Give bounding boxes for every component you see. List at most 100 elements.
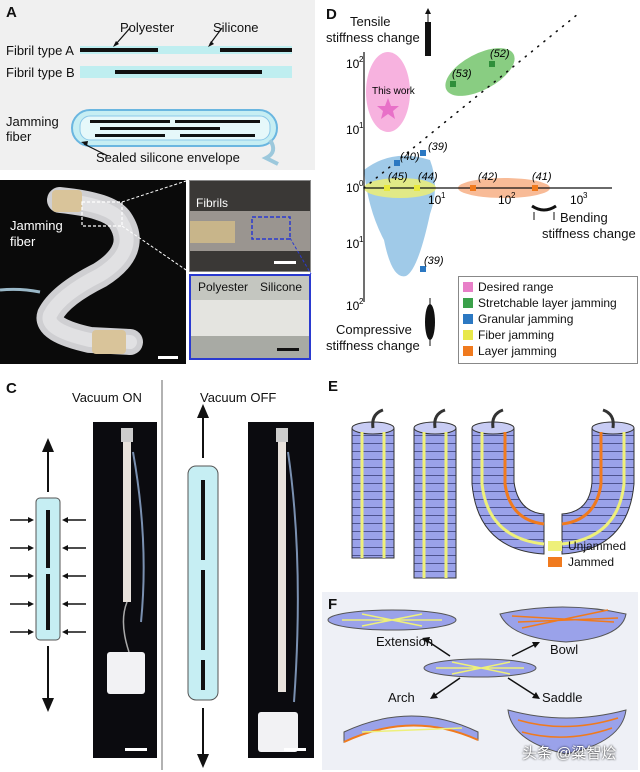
panel-f: F Extension Bowl Arch Sad — [322, 592, 638, 770]
cylinder-stretched — [413, 427, 457, 579]
panel-a: A Polyester Silicone Fibril type A Fibri… — [0, 0, 315, 170]
legend-label-granular: Granular jamming — [478, 312, 574, 326]
panel-e-label: E — [328, 378, 339, 395]
legend-item-granular: Granular jamming — [463, 311, 633, 327]
fibril-a-polyester-left — [80, 48, 158, 52]
marker-39-top — [420, 150, 426, 156]
envelope-label: Sealed silicone envelope — [96, 150, 240, 165]
xtick-exp-2: 3 — [583, 191, 588, 200]
sheet-saddle — [507, 709, 627, 755]
legend-swatch-layer — [463, 346, 473, 356]
ref-53: (53) — [452, 68, 472, 80]
fibrils-zoom-photo — [189, 180, 311, 272]
vacuum-off-label: Vacuum OFF — [200, 390, 277, 405]
marker-44 — [414, 185, 420, 191]
compressive-label-1: Compressive — [336, 322, 412, 337]
jamming-fiber-label-a1: Jamming — [6, 114, 59, 129]
marker-40 — [394, 160, 400, 166]
cylinder-bent-jammed — [561, 427, 635, 555]
ytick-down-exp-1: 2 — [359, 297, 364, 306]
silicone-label-b: Silicone — [260, 280, 303, 294]
label-jammed: Jammed — [568, 555, 615, 569]
panel-c-diagram — [10, 380, 219, 770]
extension-label: Extension — [376, 634, 434, 649]
bending-label-1: Bending — [560, 210, 608, 225]
legend-swatch-fiber — [463, 330, 473, 340]
ref-40: (40) — [400, 151, 420, 163]
ytick-up-0: 10 — [346, 57, 360, 71]
cylinder-bent-unjammed — [471, 427, 545, 555]
panel-e: E Unjammed — [322, 372, 640, 580]
panel-a-label: A — [6, 4, 17, 21]
legend-swatch-granular — [463, 314, 473, 324]
ref-39-bottom: (39) — [424, 255, 444, 267]
panel-b: B Jamming fiber Fibrils Polyester Silico… — [0, 174, 315, 366]
jamming-fiber-label-a2: fiber — [6, 129, 32, 144]
bowl-label: Bowl — [550, 642, 579, 657]
ytick-down-exp-0: 1 — [359, 235, 364, 244]
ytick-up-exp-0: 2 — [359, 55, 364, 64]
compressive-label-2: stiffness change — [326, 338, 420, 353]
fibril-type-a-label: Fibril type A — [6, 43, 74, 58]
ref-39-top: (39) — [428, 141, 448, 153]
label-unjammed: Unjammed — [568, 539, 627, 553]
panel-d-legend: Desired range Stretchable layer jamming … — [458, 276, 638, 364]
legend-item-layer: Layer jamming — [463, 343, 633, 359]
vacuum-on-label: Vacuum ON — [72, 390, 142, 405]
swatch-jammed — [548, 557, 562, 567]
fibril-b-polyester — [115, 70, 262, 74]
this-work-label: This work — [372, 86, 416, 97]
fibrils-label: Fibrils — [196, 196, 228, 210]
ytick-down-1: 10 — [346, 299, 360, 313]
panel-e-diagram — [351, 408, 635, 579]
cylinder-unjammed-straight — [351, 427, 395, 559]
ref-45: (45) — [388, 171, 408, 183]
legend-label-fiber: Fiber jamming — [478, 328, 555, 342]
legend-label-layer: Layer jamming — [478, 344, 557, 358]
marker-52 — [489, 61, 495, 67]
xtick-1: 10 — [498, 193, 512, 207]
legend-item-jammed: Jammed — [548, 554, 626, 570]
jamming-fiber-photo — [0, 180, 186, 364]
ref-52: (52) — [490, 48, 510, 60]
marker-39-bottom — [420, 266, 426, 272]
legend-item-desired: Desired range — [463, 279, 633, 295]
ref-44: (44) — [418, 171, 438, 183]
marker-42 — [470, 185, 476, 191]
marker-53 — [450, 81, 456, 87]
polyester-label-a: Polyester — [120, 20, 175, 35]
tensile-label-1: Tensile — [350, 14, 391, 29]
ytick-down-0: 10 — [346, 237, 360, 251]
legend-label-desired: Desired range — [478, 280, 554, 294]
sheet-bowl — [499, 606, 627, 643]
arch-label: Arch — [388, 690, 415, 705]
panel-d-plot: 10 10 10 10 10 10 10 10 2 1 0 1 2 1 2 3 … — [346, 8, 612, 346]
sheet-arch — [343, 715, 479, 743]
ref-42: (42) — [478, 171, 498, 183]
ytick-up-2: 10 — [346, 181, 360, 195]
xtick-exp-0: 1 — [441, 191, 446, 200]
xtick-exp-1: 2 — [511, 191, 516, 200]
tensile-label-2: stiffness change — [326, 30, 420, 45]
xtick-2: 10 — [570, 193, 584, 207]
panel-a-diagram — [71, 27, 292, 166]
legend-swatch-stretchable — [463, 298, 473, 308]
xtick-0: 10 — [428, 193, 442, 207]
panel-d-label: D — [326, 6, 337, 23]
marker-45 — [384, 185, 390, 191]
ytick-up-1: 10 — [346, 123, 360, 137]
legend-label-stretchable: Stretchable layer jamming — [478, 296, 617, 310]
panel-c-label: C — [6, 380, 17, 397]
panel-c: C Vacuum ON Vacuum OFF — [0, 370, 318, 772]
legend-item-fiber: Fiber jamming — [463, 327, 633, 343]
jamming-fiber-label-b1: Jamming — [10, 218, 63, 233]
cross-section-photo — [189, 274, 311, 360]
legend-item-unjammed: Unjammed — [548, 538, 626, 554]
panel-d: D Tensile stiffness change Compressive s… — [322, 0, 640, 370]
silicone-label-a: Silicone — [213, 20, 259, 35]
vacuum-on-photo — [93, 422, 157, 758]
panel-f-label: F — [328, 596, 338, 613]
panel-f-diagram — [327, 606, 627, 755]
desired-range-region — [366, 52, 410, 132]
fibril-a-silicone — [80, 46, 292, 54]
